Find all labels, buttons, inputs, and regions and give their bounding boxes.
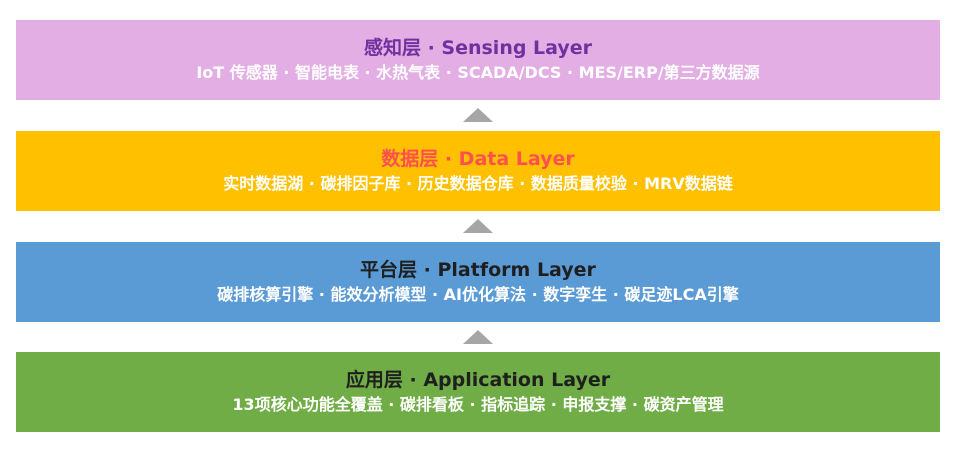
application-layer-title: 应用层 · Application Layer [345,369,611,391]
sensing-layer-box: 感知层 · Sensing Layer IoT 传感器 · 智能电表 · 水热气… [16,20,940,100]
application-layer-description: 13项核心功能全覆盖 · 碳排看板 · 指标追踪 · 申报支撑 · 碳资产管理 [232,395,724,414]
platform-layer-description: 碳排核算引擎 · 能效分析模型 · AI优化算法 · 数字孪生 · 碳足迹LCA… [217,285,739,304]
platform-layer-box: 平台层 · Platform Layer 碳排核算引擎 · 能效分析模型 · A… [16,242,940,322]
up-triangle-icon [463,330,493,344]
platform-layer-title: 平台层 · Platform Layer [360,259,596,281]
up-triangle-icon [463,219,493,233]
sensing-layer-description: IoT 传感器 · 智能电表 · 水热气表 · SCADA/DCS · MES/… [196,63,760,82]
data-layer-description: 实时数据湖 · 碳排因子库 · 历史数据仓库 · 数据质量校验 · MRV数据链 [223,174,733,193]
data-layer-box: 数据层 · Data Layer 实时数据湖 · 碳排因子库 · 历史数据仓库 … [16,131,940,211]
up-triangle-icon [463,108,493,122]
sensing-layer-title: 感知层 · Sensing Layer [363,37,593,59]
data-layer-title: 数据层 · Data Layer [381,148,575,170]
application-layer-box: 应用层 · Application Layer 13项核心功能全覆盖 · 碳排看… [16,352,940,432]
